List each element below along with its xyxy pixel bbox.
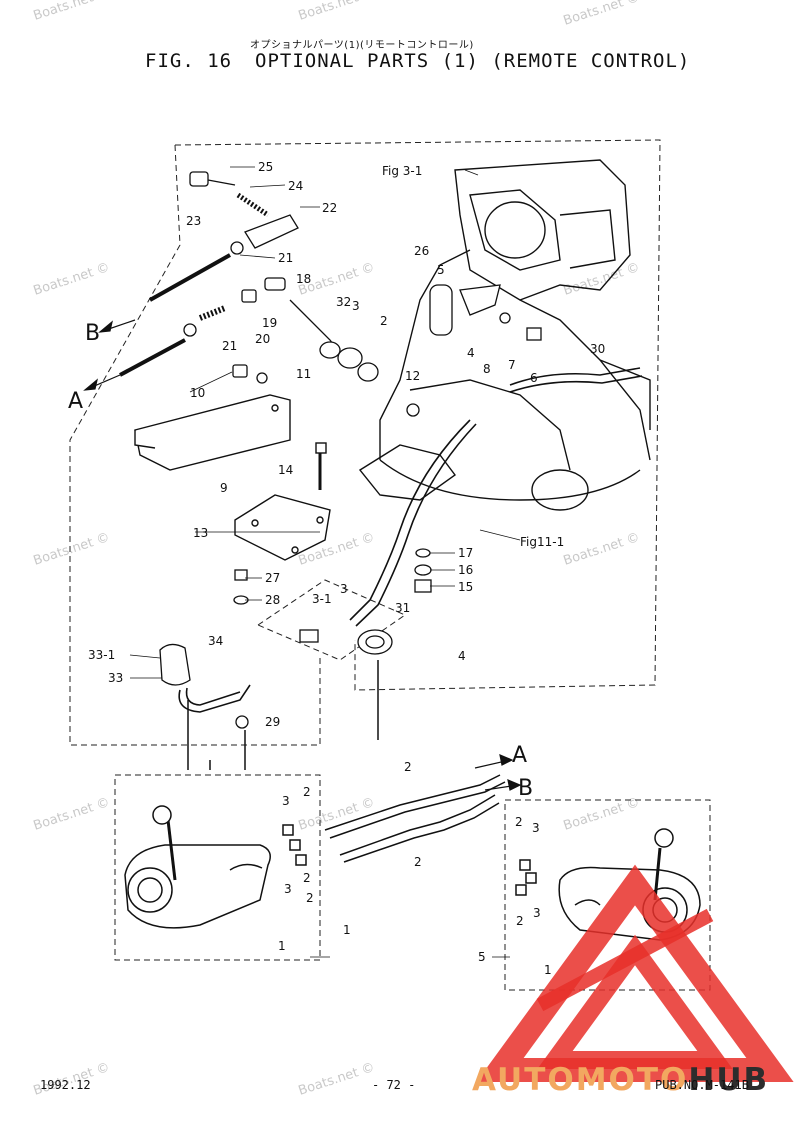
callout-1: 1 xyxy=(278,939,286,953)
figure-title: OPTIONAL PARTS (1) (REMOTE CONTROL) xyxy=(255,50,691,72)
callout-3: 3 xyxy=(533,906,541,920)
watermark: Boats.net © xyxy=(297,1060,377,1099)
logo-text-part2: HUB xyxy=(688,1062,770,1098)
callout-10: 10 xyxy=(190,386,205,400)
callout-9: 9 xyxy=(220,481,228,495)
callout-30: 30 xyxy=(590,342,605,356)
callout-25: 25 xyxy=(258,160,273,174)
callout-23: 23 xyxy=(186,214,201,228)
callout-4: 4 xyxy=(458,649,466,663)
callout-3: 3 xyxy=(340,582,348,596)
ref-fig-3-1: Fig 3-1 xyxy=(382,164,422,178)
callout-2: 2 xyxy=(380,314,388,328)
callout-2: 2 xyxy=(414,855,422,869)
watermark: Boats.net © xyxy=(297,795,377,834)
direction-arrows xyxy=(83,319,522,791)
arrow-b2-head xyxy=(507,779,522,791)
japanese-title: オプショナルパーツ(1)(リモートコントロール) xyxy=(250,40,474,51)
callout-19: 19 xyxy=(262,316,277,330)
watermark: Boats.net © xyxy=(32,260,112,299)
watermark: Boats.net © xyxy=(32,530,112,569)
callout-2: 2 xyxy=(303,785,311,799)
arrow-a2-head xyxy=(499,754,514,766)
logo-text-part1: AUTOMOTO xyxy=(472,1062,689,1098)
callout-6: 6 xyxy=(530,371,538,385)
callout-3: 3 xyxy=(284,882,292,896)
callout-1: 1 xyxy=(544,963,552,977)
watermark: Boats.net © xyxy=(562,260,642,299)
watermark: Boats.net © xyxy=(297,0,377,24)
callout-27: 27 xyxy=(265,571,280,585)
control-cable xyxy=(178,367,643,713)
arrow-a-label: A xyxy=(68,389,83,414)
callout-3: 3 xyxy=(282,794,290,808)
callout-2: 2 xyxy=(516,914,524,928)
arrow-b2-label: B xyxy=(518,776,533,801)
callout-3-1: 3-1 xyxy=(312,592,332,606)
callout-12: 12 xyxy=(405,369,420,383)
arrow-b-head xyxy=(98,320,113,333)
callout-26: 26 xyxy=(414,244,429,258)
watermark: Boats.net © xyxy=(32,0,112,24)
callout-22: 22 xyxy=(322,201,337,215)
callout-16: 16 xyxy=(458,563,473,577)
ref-fig-11-1: Fig11-1 xyxy=(520,535,564,549)
left-lever-unit xyxy=(124,805,307,929)
callout-4: 4 xyxy=(467,346,475,360)
callout-18: 18 xyxy=(296,272,311,286)
callout-15: 15 xyxy=(458,580,473,594)
callout-2: 2 xyxy=(303,871,311,885)
callout-21: 21 xyxy=(278,251,293,265)
arrow-a2-label: A xyxy=(512,743,527,768)
callout-2: 2 xyxy=(404,760,412,774)
callout-5: 5 xyxy=(437,263,445,277)
callout-24: 24 xyxy=(288,179,303,193)
callout-7: 7 xyxy=(508,358,516,372)
callout-labels: 25 24 23 22 21 18 32 3 2 19 20 21 10 11 … xyxy=(88,160,605,977)
callout-29: 29 xyxy=(265,715,280,729)
callout-28: 28 xyxy=(265,593,280,607)
small-parts xyxy=(119,171,542,729)
automotohub-logo xyxy=(476,864,794,1082)
callout-31: 31 xyxy=(395,601,410,615)
callout-21: 21 xyxy=(222,339,237,353)
callout-1: 1 xyxy=(343,923,351,937)
callout-20: 20 xyxy=(255,332,270,346)
watermark: Boats.net © xyxy=(562,0,642,29)
callout-13: 13 xyxy=(193,526,208,540)
callout-11: 11 xyxy=(296,367,311,381)
callout-32: 32 xyxy=(336,295,351,309)
arrow-a-head xyxy=(83,378,98,391)
footer-page: - 72 - xyxy=(372,1078,416,1092)
footer-pub-no: PUB.NO.M-141B xyxy=(655,1078,749,1092)
push-pull-cables xyxy=(187,660,506,863)
callout-5: 5 xyxy=(478,950,486,964)
callout-2: 2 xyxy=(515,815,523,829)
mounting-bracket xyxy=(134,394,331,561)
callout-33-1: 33-1 xyxy=(88,648,115,662)
figure-number: FIG. 16 xyxy=(145,50,233,72)
callout-33: 33 xyxy=(108,671,123,685)
callout-17: 17 xyxy=(458,546,473,560)
watermark: Boats.net © xyxy=(32,795,112,834)
callout-34: 34 xyxy=(208,634,223,648)
footer-date: 1992.12 xyxy=(40,1078,91,1092)
leader-lines xyxy=(129,166,521,958)
callout-3: 3 xyxy=(532,821,540,835)
engine-block xyxy=(358,159,651,511)
arrow-b-label: B xyxy=(85,321,100,346)
callout-14: 14 xyxy=(278,463,293,477)
watermark: Boats.net © xyxy=(562,530,642,569)
watermark: Boats.net © xyxy=(562,795,642,834)
callout-3: 3 xyxy=(352,299,360,313)
automotohub-wordmark: AUTOMOTOHUB xyxy=(472,1062,769,1098)
callout-8: 8 xyxy=(483,362,491,376)
callout-2: 2 xyxy=(306,891,314,905)
